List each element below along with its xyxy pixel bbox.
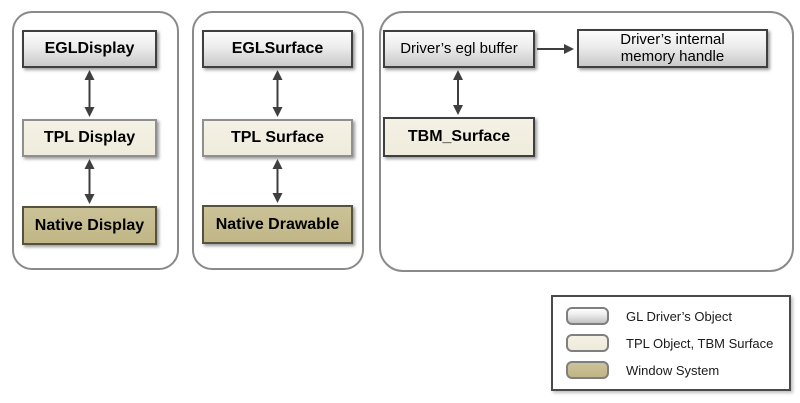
legend: GL Driver’s Object TPL Object, TBM Surfa… — [551, 295, 791, 391]
box-tpl-surface: TPL Surface — [202, 119, 353, 157]
box-tpl-display: TPL Display — [22, 119, 157, 157]
box-native-drawable-label: Native Drawable — [215, 215, 340, 233]
legend-swatch-tpl — [566, 334, 609, 352]
legend-swatch-gl-driver — [566, 307, 609, 325]
box-native-display-label: Native Display — [34, 216, 145, 234]
box-native-drawable: Native Drawable — [202, 205, 353, 244]
box-tbm-surface-label: TBM_Surface — [407, 128, 511, 146]
box-drivers-egl-buffer-label: Driver’s egl buffer — [400, 39, 518, 57]
box-native-display: Native Display — [22, 206, 157, 245]
legend-row-gl-driver: GL Driver’s Object — [566, 307, 779, 325]
legend-label-window-system: Window System — [626, 362, 720, 378]
legend-row-window-system: Window System — [566, 361, 779, 379]
box-drivers-internal-memory-handle: Driver’s internal memory handle — [577, 29, 768, 68]
legend-label-gl-driver: GL Driver’s Object — [626, 308, 732, 324]
legend-row-tpl: TPL Object, TBM Surface — [566, 334, 779, 352]
legend-label-tpl: TPL Object, TBM Surface — [626, 335, 774, 351]
box-egldisplay-label: EGLDisplay — [44, 40, 135, 58]
box-drivers-egl-buffer: Driver’s egl buffer — [383, 30, 535, 68]
box-tpl-display-label: TPL Display — [43, 129, 136, 147]
box-tpl-surface-label: TPL Surface — [230, 129, 325, 147]
box-eglsurface-label: EGLSurface — [231, 40, 324, 58]
box-egldisplay: EGLDisplay — [22, 30, 157, 68]
legend-swatch-window-system — [566, 361, 609, 379]
box-eglsurface: EGLSurface — [202, 30, 353, 68]
box-tbm-surface: TBM_Surface — [383, 117, 535, 157]
box-drivers-internal-memory-handle-label: Driver’s internal memory handle — [620, 30, 725, 65]
